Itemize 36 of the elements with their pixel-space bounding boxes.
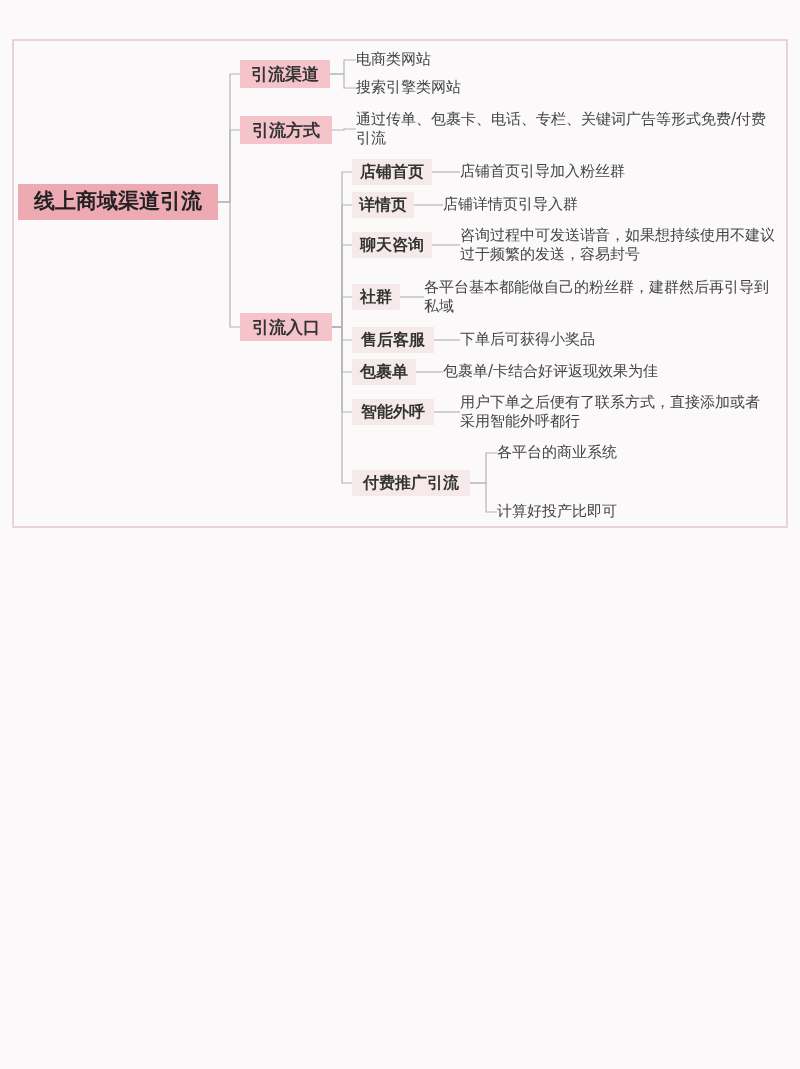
subtopic-box: 售后客服 [352, 327, 434, 353]
note-text: 店铺详情页引导入群 [443, 193, 578, 217]
connector-line [329, 73, 357, 89]
connector-line [331, 128, 357, 131]
connector-line [399, 296, 425, 298]
subtopic-box: 付费推广引流 [352, 470, 470, 496]
subtopic-box: 社群 [352, 284, 400, 310]
note-text: 咨询过程中可发送谐音，如果想持续使用不建议过于频繁的发送，容易封号 [460, 222, 780, 268]
note-text: 店铺首页引导加入粉丝群 [460, 160, 625, 184]
connector-line [431, 244, 461, 246]
note-text: 各平台的商业系统 [497, 441, 617, 465]
connector-line [433, 339, 461, 341]
subtopic-box: 详情页 [352, 192, 414, 218]
connector-line [469, 482, 498, 513]
note-text: 各平台基本都能做自己的粉丝群，建群然后再引导到私域 [424, 274, 779, 320]
note-text: 搜索引擎类网站 [356, 76, 461, 100]
note-text: 计算好投产比即可 [497, 500, 617, 524]
note-text: 用户下单之后便有了联系方式，直接添加或者采用智能外呼都行 [460, 389, 760, 435]
note-text: 下单后可获得小奖品 [460, 328, 595, 352]
subtopic-box: 智能外呼 [352, 399, 434, 425]
branch-box: 引流方式 [240, 116, 332, 144]
subtopic-box: 包裹单 [352, 359, 416, 385]
topic-box: 线上商域渠道引流 [18, 184, 218, 220]
connector-line [217, 201, 241, 328]
note-text: 电商类网站 [356, 48, 431, 72]
branch-box: 引流入口 [240, 313, 332, 341]
connector-line [433, 411, 461, 413]
connector-line [415, 371, 444, 373]
connector-line [431, 171, 461, 173]
subtopic-box: 店铺首页 [352, 159, 432, 185]
subtopic-box: 聊天咨询 [352, 232, 432, 258]
connector-line [413, 204, 444, 206]
note-text: 通过传单、包裹卡、电话、专栏、关键词广告等形式免费/付费引流 [356, 106, 776, 152]
connector-line [331, 326, 353, 484]
branch-box: 引流渠道 [240, 60, 330, 88]
note-text: 包裹单/卡结合好评返现效果为佳 [443, 360, 659, 384]
